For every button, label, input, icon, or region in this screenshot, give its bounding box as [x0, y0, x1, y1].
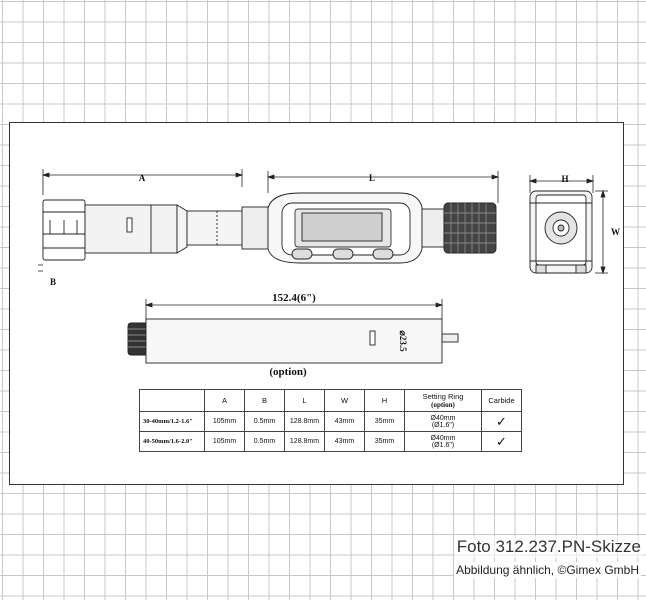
table-header-l: L — [284, 389, 325, 412]
dimension-a-label: A — [139, 173, 146, 183]
table-row: 30-40mm/1.2-1.6" 105mm 0.5mm 128.8mm 43m… — [139, 411, 522, 432]
checkmark-icon: ✓ — [496, 434, 507, 449]
ring-mm: Ø40mm — [430, 434, 456, 442]
gauge-side-view — [42, 192, 497, 264]
checkmark-icon: ✓ — [496, 414, 507, 429]
dimension-l-label: L — [369, 173, 375, 183]
cell-carbide: ✓ — [481, 431, 522, 452]
cell-l: 128.8mm — [284, 411, 325, 432]
cell-h: 35mm — [364, 411, 405, 432]
dimension-a — [41, 169, 244, 195]
extension-rod — [127, 318, 459, 364]
caption-subtitle: Abbildung ähnlich, ©Gimex GmbH — [454, 562, 641, 578]
dimension-length — [144, 299, 444, 319]
cell-w: 43mm — [324, 411, 365, 432]
gauge-end-view — [529, 190, 593, 274]
table-row: 40-50mm/1.6-2.0" 105mm 0.5mm 128.8mm 43m… — [139, 431, 522, 452]
table-header-setting-ring: Setting Ring (option) — [404, 389, 482, 412]
ring-in: (Ø1.6") — [431, 441, 455, 449]
dimension-b-label: B — [50, 277, 56, 287]
option-label: (option) — [269, 366, 307, 378]
spec-table: A B L W H Setting Ring (option) Carbide … — [139, 389, 522, 452]
setting-ring-subtitle: (option) — [431, 401, 455, 409]
dimension-h — [528, 175, 595, 193]
table-header-b: B — [244, 389, 285, 412]
cell-h: 35mm — [364, 431, 405, 452]
cell-w: 43mm — [324, 431, 365, 452]
drawing-sheet: A L B — [9, 122, 624, 485]
ring-mm: Ø40mm — [430, 414, 456, 422]
table-header-h: H — [364, 389, 405, 412]
dimension-diameter-label: ⌀23.5 — [398, 330, 408, 352]
cell-b: 0.5mm — [244, 431, 285, 452]
setting-ring-title: Setting Ring — [422, 392, 464, 401]
table-header-row: A B L W H Setting Ring (option) Carbide — [139, 389, 522, 412]
table-header-empty — [139, 389, 205, 412]
table-header-carbide: Carbide — [481, 389, 522, 412]
cell-l: 128.8mm — [284, 431, 325, 452]
row-size-label: 30-40mm/1.2-1.6" — [139, 411, 205, 432]
cell-carbide: ✓ — [481, 411, 522, 432]
technical-drawing: A L B — [38, 169, 620, 378]
dimension-l — [266, 171, 500, 203]
cell-setting-ring: Ø40mm (Ø1.6") — [404, 411, 482, 432]
caption-title: Foto 312.237.PN-Skizze — [454, 536, 643, 558]
cell-a: 105mm — [204, 411, 245, 432]
dimension-w — [595, 189, 608, 275]
cell-a: 105mm — [204, 431, 245, 452]
cell-setting-ring: Ø40mm (Ø1.6") — [404, 431, 482, 452]
dimension-length-label: 152.4(6") — [272, 292, 316, 304]
dimension-b — [38, 264, 43, 272]
dimension-w-label: W — [611, 227, 620, 237]
ring-in: (Ø1.6") — [431, 421, 455, 429]
table-header-w: W — [324, 389, 365, 412]
dimension-h-label: H — [561, 174, 568, 184]
table-header-a: A — [204, 389, 245, 412]
cell-b: 0.5mm — [244, 411, 285, 432]
row-size-label: 40-50mm/1.6-2.0" — [139, 431, 205, 452]
